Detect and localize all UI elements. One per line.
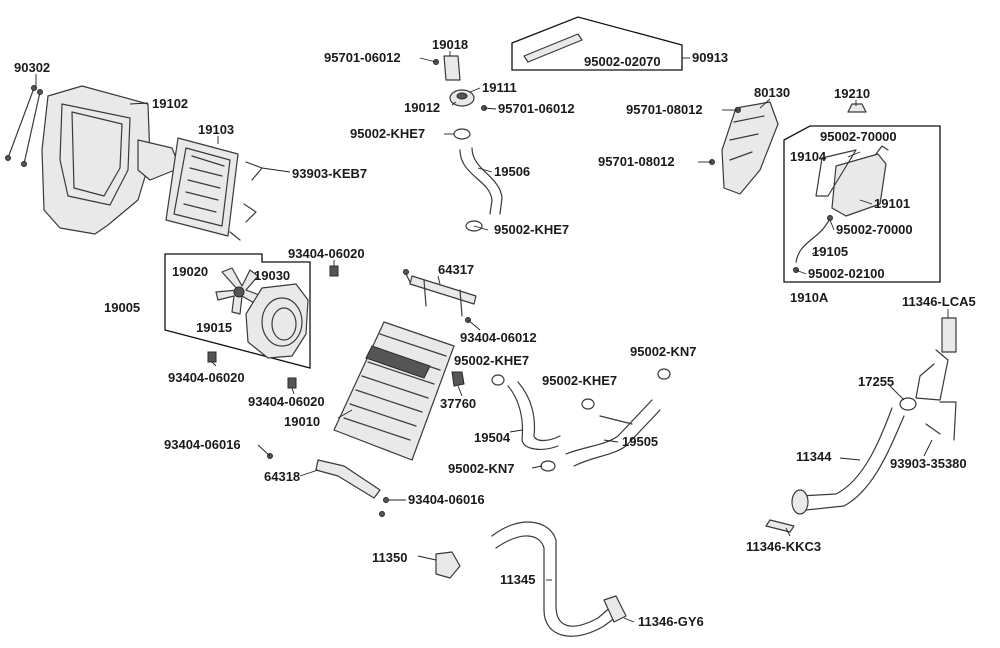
bolt-93404-06020-top [329,265,339,277]
sensor-37760 [451,371,465,387]
label-95002-khe7-mid[interactable]: 95002-KHE7 [454,353,529,368]
clamp-11350 [435,551,461,579]
label-11346-lca5[interactable]: 11346-LCA5 [902,294,976,309]
clamp-95002-khe7-top [453,128,471,140]
label-95701-08012-top[interactable]: 95701-08012 [626,102,703,117]
label-95002-khe7-lower[interactable]: 95002-KHE7 [542,373,617,388]
label-17255[interactable]: 17255 [858,374,894,389]
label-95002-khe7-bottom[interactable]: 95002-KHE7 [494,222,569,237]
label-19101[interactable]: 19101 [874,196,910,211]
label-19210[interactable]: 19210 [834,86,870,101]
hose-19506 [459,147,503,215]
label-11346-gy6[interactable]: 11346-GY6 [638,614,704,629]
label-19102[interactable]: 19102 [152,96,188,111]
label-95002-70000-top[interactable]: 95002-70000 [820,129,897,144]
hose-11344 [791,317,957,515]
label-93404-06020-right[interactable]: 93404-06020 [248,394,325,409]
label-80130[interactable]: 80130 [754,85,790,100]
clamp-95002-khe7-lower [581,398,595,410]
clamp-95002-khe7-mid [491,374,505,386]
bracket-64317 [403,269,477,323]
label-11346-kkc3[interactable]: 11346-KKC3 [746,539,821,554]
bracket-64318 [267,453,389,517]
label-19015[interactable]: 19015 [196,320,232,335]
leader-lines [35,51,949,623]
filter-19103 [165,137,239,237]
label-95002-kn7-bottom[interactable]: 95002-KN7 [448,461,515,476]
group-box-1910a [783,125,941,283]
label-95002-70000-bottom[interactable]: 95002-70000 [836,222,913,237]
label-1910a[interactable]: 1910A [790,290,829,305]
label-19505[interactable]: 19505 [622,434,658,449]
label-19105[interactable]: 19105 [812,244,848,259]
label-19012[interactable]: 19012 [404,100,440,115]
group-box-90913 [511,16,683,71]
label-19103[interactable]: 19103 [198,122,234,137]
bracket-80130 [709,101,779,195]
air-box-19102 [41,85,181,235]
reservoir-19101 [793,145,889,273]
label-93404-06016-bottom[interactable]: 93404-06016 [408,492,485,507]
label-19018[interactable]: 19018 [432,37,468,52]
label-93903-keb7[interactable]: 93903-KEB7 [292,166,367,181]
label-11344[interactable]: 11344 [796,449,832,464]
label-19030[interactable]: 19030 [254,268,290,283]
label-93404-06020-top[interactable]: 93404-06020 [288,246,365,261]
label-19104[interactable]: 19104 [790,149,827,164]
bolt-93404-06020-left [207,351,217,363]
hose-19504 [507,381,561,450]
label-37760[interactable]: 37760 [440,396,476,411]
clamp-11346-kkc3 [765,519,795,533]
thermostat-19111 [433,55,487,111]
label-95002-02070[interactable]: 95002-02070 [584,54,661,69]
label-19005[interactable]: 19005 [104,300,140,315]
label-11345[interactable]: 11345 [500,572,535,587]
label-95701-06012-right[interactable]: 95701-06012 [498,101,575,116]
label-90302[interactable]: 90302 [14,60,50,75]
label-95701-08012-mid[interactable]: 95701-08012 [598,154,675,169]
bolt-93404-06020-right [287,377,297,389]
label-95002-02100[interactable]: 95002-02100 [808,266,885,281]
label-93404-06012[interactable]: 93404-06012 [460,330,537,345]
clamp-95002-kn7-top [657,368,671,380]
label-64317[interactable]: 64317 [438,262,474,277]
hose-11345 [491,521,627,637]
label-90913[interactable]: 90913 [692,50,728,65]
label-19506[interactable]: 19506 [494,164,530,179]
label-95701-06012-top[interactable]: 95701-06012 [324,50,401,65]
hose-95002-02070 [523,33,583,63]
rod-90302 [5,85,43,167]
group-box-19005 [164,253,311,369]
label-19504[interactable]: 19504 [474,430,511,445]
cap-19210 [847,103,867,113]
label-19020[interactable]: 19020 [172,264,208,279]
label-95002-kn7-top[interactable]: 95002-KN7 [630,344,697,359]
label-64318[interactable]: 64318 [264,469,300,484]
label-95002-khe7-top[interactable]: 95002-KHE7 [350,126,425,141]
clamp-95002-kn7-bottom [540,460,556,472]
label-19111[interactable]: 19111 [482,80,517,95]
clamp-95002-khe7-bottom [465,220,483,232]
hose-19505 [565,399,661,467]
radiator-19010 [333,321,455,461]
shroud-19015 [245,283,309,359]
label-93903-35380[interactable]: 93903-35380 [890,456,967,471]
label-93404-06020-left[interactable]: 93404-06020 [168,370,245,385]
label-19010[interactable]: 19010 [284,414,320,429]
label-93404-06016-top[interactable]: 93404-06016 [164,437,241,452]
label-11350[interactable]: 11350 [372,550,407,565]
